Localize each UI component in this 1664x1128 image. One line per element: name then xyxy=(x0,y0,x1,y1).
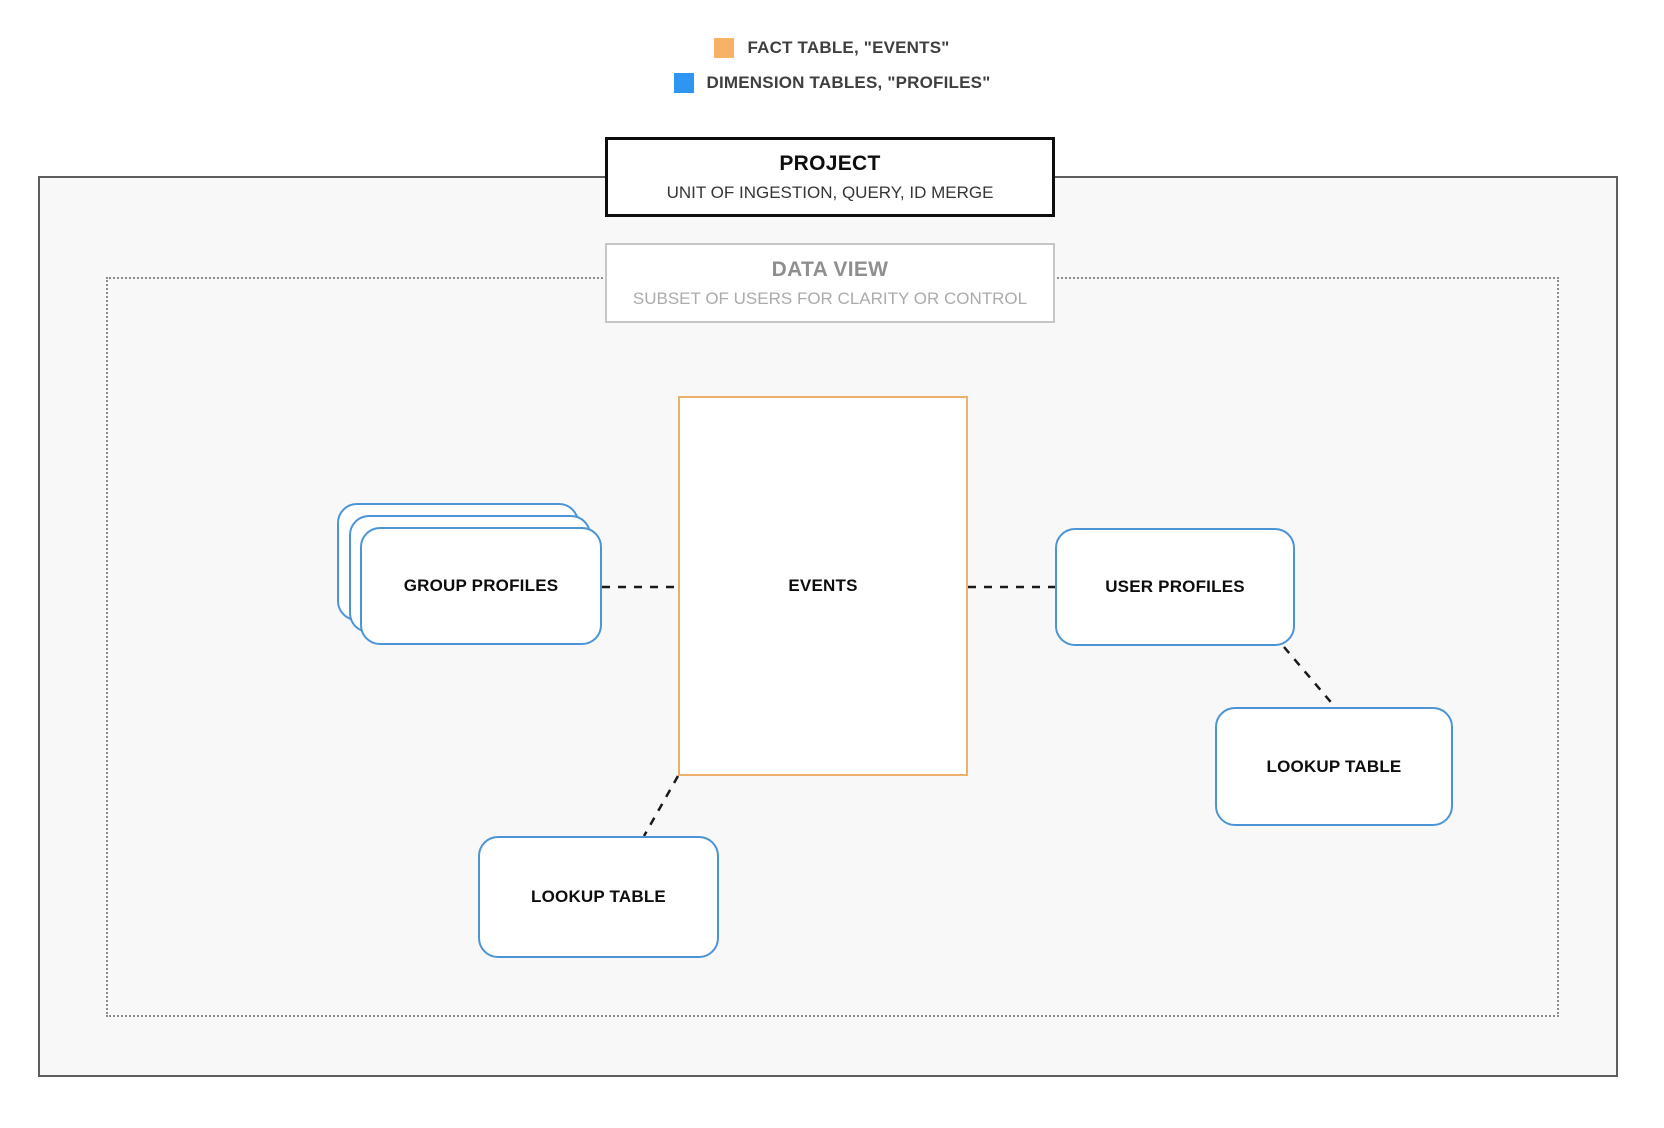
project-box: PROJECT UNIT OF INGESTION, QUERY, ID MER… xyxy=(605,137,1055,217)
lookup-table-bottom-node: LOOKUP TABLE xyxy=(478,836,719,958)
lookup-table-bottom-label: LOOKUP TABLE xyxy=(531,887,666,906)
data-view-box: DATA VIEW SUBSET OF USERS FOR CLARITY OR… xyxy=(605,243,1055,323)
group-profiles-label: GROUP PROFILES xyxy=(403,576,559,595)
data-view-subtitle: SUBSET OF USERS FOR CLARITY OR CONTROL xyxy=(632,288,1028,308)
user-profiles-node: USER PROFILES xyxy=(1055,528,1295,646)
events-label: EVENTS xyxy=(788,576,858,595)
legend-fact-label: FACT TABLE, "EVENTS" xyxy=(747,38,950,57)
user-profiles-label: USER PROFILES xyxy=(1105,577,1245,596)
legend-item-fact: FACT TABLE, "EVENTS" xyxy=(714,38,949,58)
data-view-title: DATA VIEW xyxy=(771,257,889,281)
lookup-table-right-node: LOOKUP TABLE xyxy=(1215,707,1453,826)
project-title: PROJECT xyxy=(779,151,881,175)
project-subtitle: UNIT OF INGESTION, QUERY, ID MERGE xyxy=(666,182,994,202)
legend-dimension-label: DIMENSION TABLES, "PROFILES" xyxy=(706,73,991,92)
legend-item-dimension: DIMENSION TABLES, "PROFILES" xyxy=(673,73,991,93)
dimension-table-swatch-icon xyxy=(673,73,694,93)
legend: FACT TABLE, "EVENTS" DIMENSION TABLES, "… xyxy=(0,38,1664,93)
events-node: EVENTS xyxy=(678,396,968,776)
fact-table-swatch-icon xyxy=(714,38,735,58)
group-profiles-node: GROUP PROFILES xyxy=(360,527,602,645)
lookup-table-right-label: LOOKUP TABLE xyxy=(1266,756,1402,776)
